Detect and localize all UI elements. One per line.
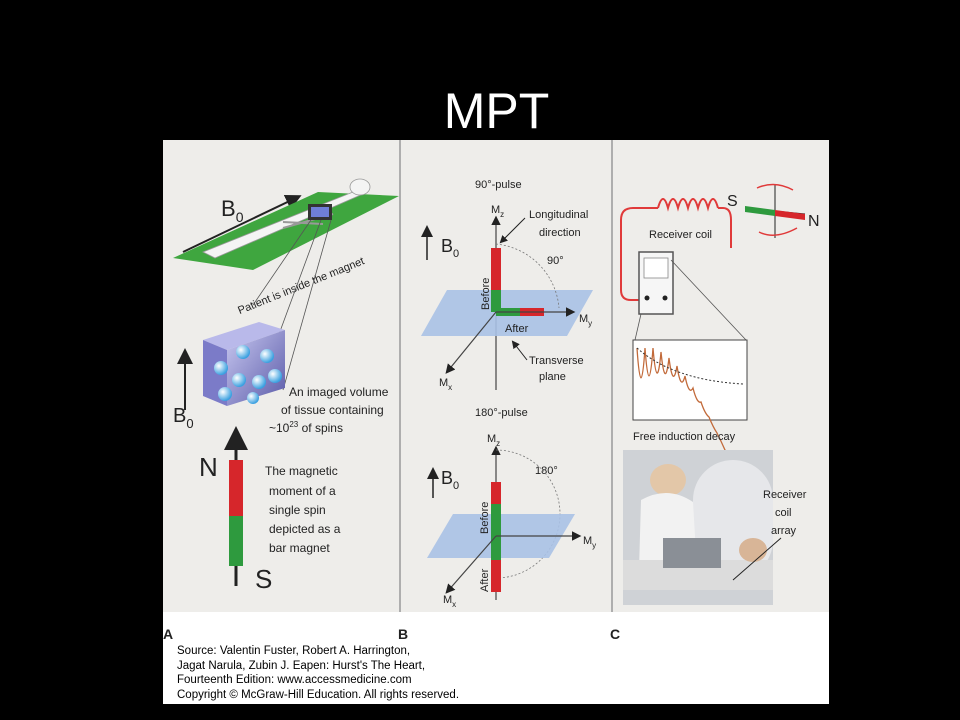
angle90-label: 90° <box>547 255 564 267</box>
longitudinal-arrow <box>499 217 526 244</box>
rotation-arc-90 <box>495 243 560 309</box>
panel-a-b0: B0 <box>221 196 244 225</box>
fid-plot <box>632 339 748 421</box>
mx-axis <box>445 311 497 374</box>
after-label-2: After <box>479 568 491 592</box>
slide-title: MPT <box>443 83 550 139</box>
before-label-2: Before <box>479 502 491 534</box>
magnet-south-label: S <box>727 193 738 210</box>
mri-screen-image <box>311 207 329 217</box>
source-line: Fourteenth Edition: www.accessmedicine.c… <box>177 674 412 686</box>
moment-label: The magnetic moment of a single spin dep… <box>265 464 344 555</box>
before-label: Before <box>480 278 492 310</box>
panel-b-b0: B0 <box>441 236 459 260</box>
panel-letter-b: B <box>398 626 409 642</box>
receiver-coil-label: Receiver coil <box>649 229 712 241</box>
receiver-coil-icon <box>657 198 719 212</box>
panel-b: 90°-pulse Mz B0 Longitudinal direction B… <box>421 179 596 609</box>
vector180-before-green <box>491 504 501 536</box>
magnet-north-label: N <box>808 213 820 230</box>
zoom-line <box>274 219 322 346</box>
panel-letter-a: A <box>163 626 174 642</box>
receiver-array-arrow <box>732 537 782 581</box>
panel-letter-c: C <box>610 626 621 642</box>
vector180-after-red <box>491 560 501 592</box>
longitudinal-label: Longitudinal direction <box>529 209 591 239</box>
bar-magnet <box>224 426 248 586</box>
vector180-after-green <box>491 536 501 560</box>
figure: B0 Patient is inside the magnet <box>163 140 829 704</box>
magnet-green <box>745 206 775 216</box>
mz-label: Mz <box>491 204 504 219</box>
source-line: Jagat Narula, Zubin J. Eapen: Hurst's Th… <box>177 659 426 672</box>
north-label: N <box>199 452 218 482</box>
mx-label-2: Mx <box>443 594 456 609</box>
south-label: S <box>255 564 272 594</box>
my-label: My <box>579 313 592 328</box>
source-line: Copyright © McGraw-Hill Education. All r… <box>177 688 460 701</box>
coil-wire-2 <box>718 207 732 248</box>
mri-photo <box>623 450 773 605</box>
panel-a-b0-small: B0 <box>173 405 194 431</box>
transverse-arrow <box>511 340 528 361</box>
rotation-arrow-bottom <box>758 227 798 236</box>
meter-screen <box>643 257 669 279</box>
meter-terminal <box>644 295 650 301</box>
pulse180-label: 180°-pulse <box>475 407 528 419</box>
receiver-array-label: Receiver coil array <box>763 489 809 537</box>
after-label: After <box>505 323 529 335</box>
mx-label: Mx <box>439 377 452 392</box>
volume-label: An imaged volume of tissue containing ~1… <box>269 385 392 435</box>
meter-terminal <box>662 295 668 301</box>
source-line: Source: Valentin Fuster, Robert A. Harri… <box>177 645 411 657</box>
angle180-label: 180° <box>535 465 558 477</box>
coil-wire <box>620 207 658 301</box>
transverse-label: Transverse plane <box>529 355 587 383</box>
zoom-line-c <box>634 313 642 341</box>
pulse90-label: 90°-pulse <box>475 179 522 191</box>
magnet-red <box>775 210 805 220</box>
fid-label: Free induction decay <box>633 431 736 443</box>
b0-arrow <box>182 194 302 253</box>
my-label-2: My <box>583 535 596 550</box>
vector180-before-red <box>491 482 501 504</box>
source-citation: Source: Valentin Fuster, Robert A. Harri… <box>177 644 459 702</box>
zoom-line <box>252 219 312 306</box>
panel-a: B0 Patient is inside the magnet <box>173 178 399 594</box>
vector-before-green <box>491 290 501 312</box>
fid-signal <box>636 347 742 486</box>
tissue-volume <box>203 322 285 406</box>
mz-label-2: Mz <box>487 433 500 448</box>
panel-b-b0-2: B0 <box>441 468 459 492</box>
figure-graphic: B0 Patient is inside the magnet <box>163 140 829 612</box>
zoom-line-c <box>670 259 747 341</box>
mx-axis-2 <box>445 535 497 594</box>
rotation-arrow-top <box>756 183 794 191</box>
panel-c: Receiver coil S N Free induction decay <box>620 183 820 605</box>
zoom-line <box>282 219 332 391</box>
vector-before-red <box>491 248 501 290</box>
